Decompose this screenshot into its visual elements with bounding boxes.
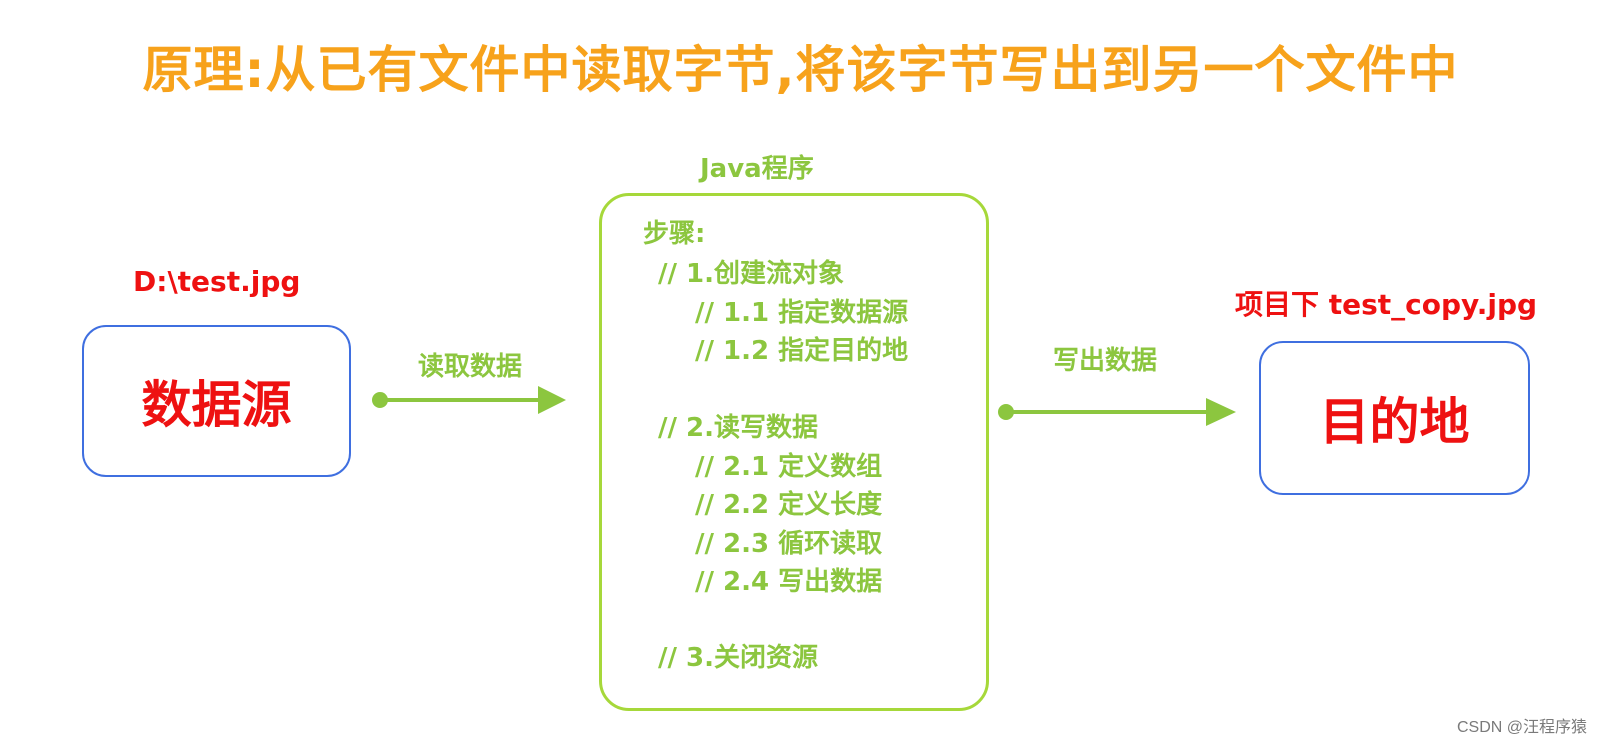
step-1: // 1.创建流对象 — [658, 259, 845, 289]
read-arrow-head — [538, 386, 566, 414]
write-arrow — [998, 398, 1236, 426]
program-box — [599, 193, 989, 711]
page-title: 原理:从已有文件中读取字节,将该字节写出到另一个文件中 — [142, 41, 1459, 99]
step-2-1: // 2.1 定义数组 — [695, 452, 883, 482]
program-label: Java程序 — [700, 154, 814, 184]
step-2-2: // 2.2 定义长度 — [695, 490, 883, 520]
destination-path-label: 项目下 test_copy.jpg — [1235, 288, 1538, 321]
step-3: // 3.关闭资源 — [658, 643, 819, 673]
step-2-3: // 2.3 循环读取 — [695, 529, 883, 559]
read-arrow-label: 读取数据 — [418, 352, 523, 382]
write-arrow-label: 写出数据 — [1053, 346, 1158, 376]
step-2: // 2.读写数据 — [658, 413, 819, 443]
step-1-2: // 1.2 指定目的地 — [695, 336, 909, 366]
source-path-label: D:\test.jpg — [133, 265, 301, 298]
source-box-text: 数据源 — [141, 376, 292, 434]
step-1-1: // 1.1 指定数据源 — [695, 298, 909, 328]
destination-box-text: 目的地 — [1319, 393, 1470, 451]
source-box: 数据源 — [82, 325, 351, 477]
write-arrow-head — [1206, 398, 1236, 426]
step-heading: 步骤: — [643, 219, 706, 249]
watermark: CSDN @汪程序猿 — [1456, 719, 1587, 736]
step-2-4: // 2.4 写出数据 — [695, 567, 883, 597]
read-arrow — [372, 386, 566, 414]
destination-box: 目的地 — [1259, 341, 1530, 495]
